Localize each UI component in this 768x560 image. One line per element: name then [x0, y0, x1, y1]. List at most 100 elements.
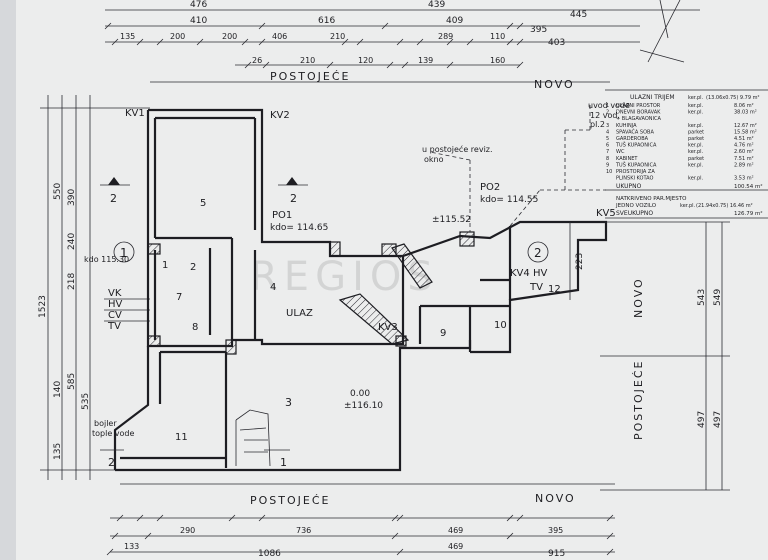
bottom-dimension-lines	[106, 483, 615, 556]
dimension-tick	[228, 514, 236, 522]
elev-115-52: ±115.52	[432, 215, 471, 225]
dim-top-7: 395	[530, 25, 547, 35]
table-row-area: 2.89 m²	[734, 162, 754, 168]
room-5: 5	[200, 198, 206, 209]
room-8: 8	[192, 322, 198, 333]
room-7: 7	[176, 292, 182, 303]
dim-top-17: 210	[300, 56, 315, 65]
table-parking-b: JEDNO VOZILO	[615, 203, 657, 209]
dim-top-2: 439	[428, 0, 445, 10]
dim-top-18: 120	[358, 56, 373, 65]
dim-top-16: 26	[252, 56, 262, 65]
table-row-number: 1	[606, 103, 609, 109]
label-postojece-bottom: POSTOJEĆE	[250, 494, 330, 507]
dim-left-1: 1523	[38, 295, 48, 318]
bojler-a: bojler	[94, 419, 117, 428]
dim-top-1: 476	[190, 0, 207, 10]
kv1-label: KV1	[125, 108, 145, 119]
axis-circle-1	[113, 241, 135, 263]
dimension-tick	[396, 548, 404, 556]
dimension-tick	[156, 514, 164, 522]
kv5-label: KV5	[596, 208, 616, 219]
dim-bottom-2: 736	[296, 526, 311, 535]
label-postojece-top: POSTOJEĆE	[270, 70, 350, 83]
table-row-finish: ker.pl.	[688, 162, 704, 168]
table-sveukupno-label: SVEUKUPNO	[616, 210, 653, 217]
dim-top-4: 410	[190, 16, 207, 26]
axis-circle-2-label: 2	[534, 246, 542, 260]
table-row-number: 9	[606, 162, 609, 168]
bojler-b: tople vode	[92, 429, 135, 438]
top-dimension-lines	[104, 9, 700, 83]
table-row-name: KUHINJA	[616, 123, 637, 129]
dimension-tick	[391, 514, 399, 522]
kv4-label: KV4 HV	[510, 268, 547, 279]
room-4: 4	[270, 282, 276, 293]
table-row-finish: ker.pl.	[688, 103, 704, 109]
dim-top-6: 409	[446, 16, 463, 26]
dim-right-1: 543	[697, 289, 707, 306]
po2-label: PO2	[480, 182, 500, 193]
room-1: 1	[162, 260, 168, 271]
dim-left-5: 240	[67, 233, 77, 250]
new-extension-walls	[338, 104, 608, 354]
room-2: 2	[190, 262, 196, 273]
dimension-tick	[244, 61, 252, 69]
table-ukupno-area: 100.54 m²	[734, 183, 763, 190]
dimension-tick	[396, 38, 404, 46]
kv2-label: KV2	[270, 110, 290, 121]
right-dimension-lines	[569, 221, 730, 491]
room-9: 9	[440, 328, 446, 339]
room-12: 12	[548, 284, 561, 295]
axis-circle-1-label: 1	[120, 246, 128, 260]
sheet-edge	[0, 0, 16, 560]
dimension-tick	[506, 532, 514, 540]
room-3: 3	[285, 396, 292, 409]
dimension-tick	[391, 532, 399, 540]
note-uvod-b: 12 vod.	[590, 111, 620, 120]
room-11: 11	[175, 432, 188, 443]
dimension-tick	[111, 38, 119, 46]
dimension-tick	[381, 22, 389, 30]
dimension-tick	[466, 38, 474, 46]
dim-top-8: 135	[120, 32, 135, 41]
dimension-tick	[516, 514, 524, 522]
dim-left-2: 550	[53, 183, 63, 200]
dim-top-13: 289	[438, 32, 453, 41]
table-row-finish: ker.pl.	[688, 149, 704, 155]
table-row-area: 3.53 m²	[734, 176, 754, 182]
dim-left-9: 135	[53, 443, 63, 460]
table-row-name: ULAZNI PROSTOR	[616, 103, 661, 109]
dimension-tick	[258, 514, 266, 522]
dimension-tick	[446, 61, 454, 69]
dimension-tick	[116, 514, 124, 522]
dimension-tick	[386, 61, 394, 69]
dimension-tick	[106, 548, 114, 556]
dim-top-20: 160	[490, 56, 505, 65]
table-title-fin: ker.pl.	[688, 95, 704, 101]
watermark: REGIOS	[250, 254, 439, 300]
dimension-tick	[156, 38, 164, 46]
legend-cv: CV	[108, 310, 122, 321]
table-row-number: 7	[606, 149, 609, 155]
note-uvod-a: uvod vode	[588, 101, 630, 110]
dimension-tick	[262, 61, 270, 69]
axis-circle-2	[527, 241, 549, 263]
table-row-number: 2	[606, 110, 609, 116]
dimension-tick	[416, 38, 424, 46]
table-row-number: 10	[606, 169, 612, 175]
section-label-3: 2	[108, 456, 115, 469]
dim-top-15: 403	[548, 38, 565, 48]
table-row-finish: ker.pl.	[688, 123, 704, 129]
note-okno: okno	[424, 155, 444, 164]
dimension-tick	[516, 61, 524, 69]
table-row-area: 4.51 m²	[734, 136, 754, 142]
label-postojece-right: POSTOJEĆE	[632, 360, 645, 440]
dimension-tick	[258, 38, 266, 46]
dimension-tick	[111, 532, 119, 540]
note-revizija: u postojeće reviz.	[422, 144, 493, 154]
dimension-tick	[196, 38, 204, 46]
